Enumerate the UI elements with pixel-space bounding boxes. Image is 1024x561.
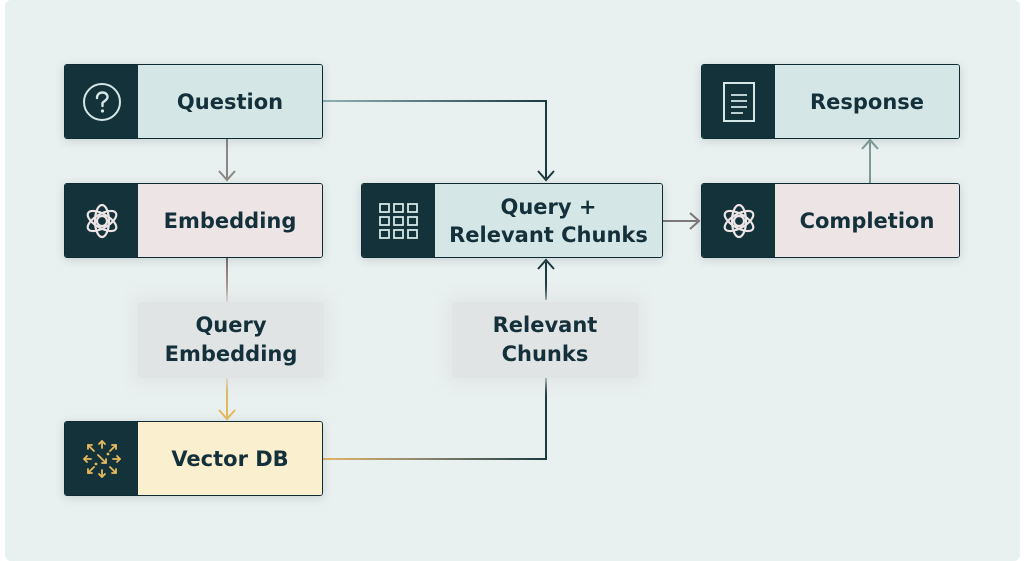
- node-completion[interactable]: Completion: [701, 183, 960, 258]
- node-embedding-label: Embedding: [138, 184, 322, 257]
- node-embedding[interactable]: Embedding: [64, 183, 323, 258]
- node-query-relevant-chunks[interactable]: Query + Relevant Chunks: [361, 183, 663, 258]
- node-response[interactable]: Response: [701, 64, 960, 139]
- edge-label-query-embedding: Query Embedding: [138, 302, 324, 378]
- node-response-label: Response: [775, 65, 959, 138]
- question-icon: [65, 65, 138, 138]
- openai-logo-icon: [65, 184, 138, 257]
- edge-label-relevant-chunks: Relevant Chunks: [452, 302, 638, 378]
- node-completion-label: Completion: [775, 184, 959, 257]
- grid-icon: [362, 184, 435, 257]
- openai-logo-icon: [702, 184, 775, 257]
- node-vector-db-label: Vector DB: [138, 422, 322, 495]
- node-question-label: Question: [138, 65, 322, 138]
- scatter-arrows-icon: [65, 422, 138, 495]
- node-question[interactable]: Question: [64, 64, 323, 139]
- node-query-relevant-chunks-label: Query + Relevant Chunks: [435, 184, 662, 257]
- document-icon: [702, 65, 775, 138]
- node-vector-db[interactable]: Vector DB: [64, 421, 323, 496]
